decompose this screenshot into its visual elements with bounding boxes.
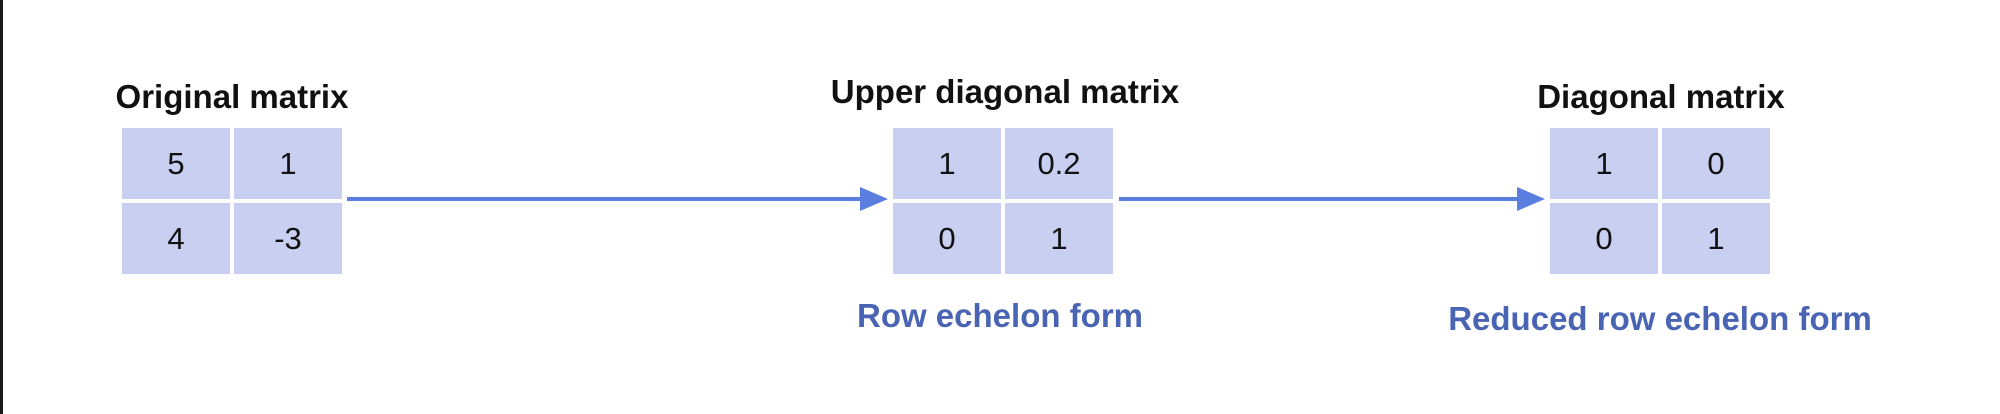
left-border xyxy=(0,0,3,414)
title-original-matrix: Original matrix xyxy=(115,78,349,115)
matrix-cell: 0 xyxy=(1662,128,1770,199)
matrix-cell: 1 xyxy=(1550,128,1658,199)
matrix-cell: 5 xyxy=(122,128,230,199)
title-diagonal-matrix: Diagonal matrix xyxy=(1537,78,1785,115)
matrix-cell: 0.2 xyxy=(1005,128,1113,199)
matrix-cell: 1 xyxy=(1662,203,1770,274)
matrix-diagonal: 1 0 0 1 xyxy=(1550,128,1770,274)
matrix-cell: 4 xyxy=(122,203,230,274)
matrix-cell: 0 xyxy=(893,203,1001,274)
matrix-original: 5 1 4 -3 xyxy=(122,128,342,274)
arrow-right-icon xyxy=(347,187,888,211)
matrix-upper-diagonal: 1 0.2 0 1 xyxy=(893,128,1113,274)
matrix-cell: 0 xyxy=(1550,203,1658,274)
caption-reduced-row-echelon-form: Reduced row echelon form xyxy=(1448,300,1872,337)
matrix-cell: 1 xyxy=(234,128,342,199)
caption-row-echelon-form: Row echelon form xyxy=(856,297,1144,334)
title-upper-diagonal-matrix: Upper diagonal matrix xyxy=(830,73,1180,110)
matrix-cell: 1 xyxy=(1005,203,1113,274)
matrix-cell: 1 xyxy=(893,128,1001,199)
matrix-cell: -3 xyxy=(234,203,342,274)
arrow-right-icon xyxy=(1119,187,1545,211)
